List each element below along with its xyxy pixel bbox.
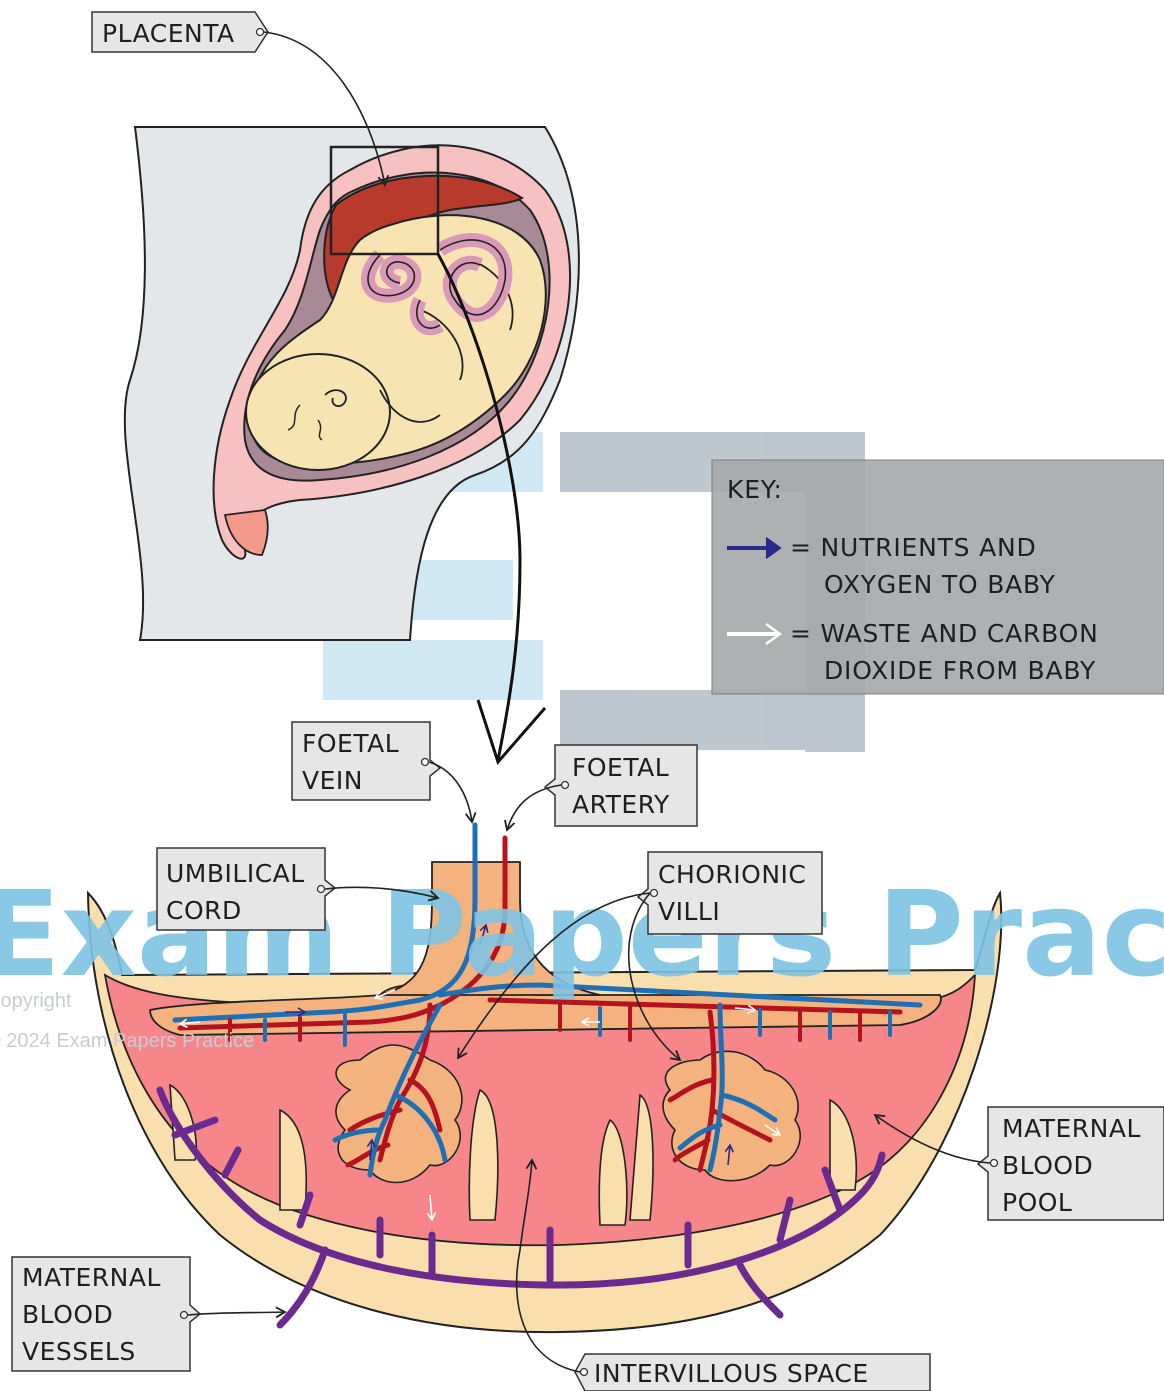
label-maternal-blood-vessels-line-3: VESSELS bbox=[22, 1337, 136, 1366]
label-maternal-blood-vessels-line-1: MATERNAL bbox=[22, 1263, 161, 1292]
key-white-line-1: = WASTE AND CARBON bbox=[790, 619, 1099, 648]
key-blue-line-1: = NUTRIENTS AND bbox=[790, 533, 1037, 562]
label-foetal-vein-line-2: VEIN bbox=[302, 766, 363, 795]
label-intervillous-space-text: INTERVILLOUS SPACE bbox=[594, 1359, 869, 1388]
watermark-copyright-line-1: Copyright bbox=[0, 990, 72, 1012]
key-white-line-2: DIOXIDE FROM BABY bbox=[824, 656, 1096, 685]
label-foetal-artery: FOETAL ARTERY bbox=[507, 745, 697, 830]
label-umbilical-cord-line-2: CORD bbox=[166, 896, 242, 925]
label-maternal-blood-vessels-line-2: BLOOD bbox=[22, 1300, 113, 1329]
label-chorionic-villi-line-1: CHORIONIC bbox=[658, 860, 806, 889]
label-foetal-artery-line-1: FOETAL bbox=[572, 753, 669, 782]
key-title: KEY: bbox=[727, 475, 783, 504]
label-foetal-artery-line-2: ARTERY bbox=[572, 790, 670, 819]
key-panel: KEY: = NUTRIENTS AND OXYGEN TO BABY = WA… bbox=[712, 460, 1164, 694]
watermark-copyright-line-2: © 2024 Exam Papers Practice bbox=[0, 1030, 254, 1052]
label-maternal-blood-pool-line-1: MATERNAL bbox=[1002, 1114, 1141, 1143]
label-maternal-blood-pool-line-3: POOL bbox=[1002, 1188, 1072, 1217]
label-maternal-blood-vessels: MATERNAL BLOOD VESSELS bbox=[12, 1257, 285, 1371]
leader-maternal-blood-vessels bbox=[188, 1312, 285, 1315]
label-umbilical-cord-line-1: UMBILICAL bbox=[166, 859, 305, 888]
label-foetal-vein-line-1: FOETAL bbox=[302, 729, 399, 758]
label-placenta-text: PLACENTA bbox=[102, 19, 235, 48]
label-maternal-blood-pool-line-2: BLOOD bbox=[1002, 1151, 1093, 1180]
label-chorionic-villi-line-2: VILLI bbox=[658, 897, 720, 926]
zoom-pointer-arrowhead bbox=[478, 700, 545, 762]
label-foetal-vein: FOETAL VEIN bbox=[292, 722, 472, 822]
key-blue-line-2: OXYGEN TO BABY bbox=[824, 570, 1056, 599]
